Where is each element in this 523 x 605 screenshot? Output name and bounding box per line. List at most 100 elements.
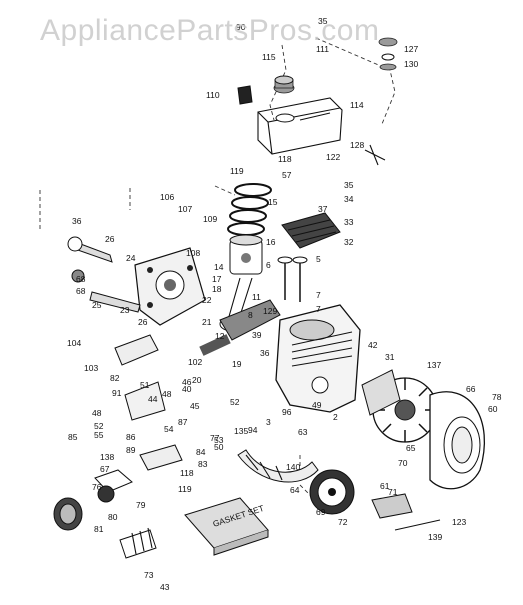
part-number-138: 138 xyxy=(100,452,114,462)
part-number-16: 16 xyxy=(266,237,276,247)
part-number-50: 50 xyxy=(214,442,224,452)
starter-cup xyxy=(361,369,401,416)
part-number-65: 65 xyxy=(406,443,416,453)
part-number-139: 139 xyxy=(428,532,442,542)
part-number-68: 68 xyxy=(76,286,86,296)
part-number-34: 34 xyxy=(344,194,354,204)
part-number-24: 24 xyxy=(126,253,136,263)
part-number-135: 135 xyxy=(234,426,248,436)
part-number-33: 33 xyxy=(344,217,354,227)
part-number-40: 40 xyxy=(182,384,192,394)
part-number-96: 96 xyxy=(282,407,292,417)
part-number-49: 49 xyxy=(312,400,322,410)
part-number-127: 127 xyxy=(404,44,418,54)
part-number-52: 52 xyxy=(94,421,104,431)
part-number-37: 37 xyxy=(318,204,328,214)
cylinder-head xyxy=(281,212,341,249)
part-number-8: 8 xyxy=(248,310,253,320)
part-number-14: 14 xyxy=(214,262,224,272)
part-number-19: 19 xyxy=(232,359,242,369)
part-number-35: 35 xyxy=(318,16,328,26)
part-number-3: 3 xyxy=(266,417,271,427)
part-number-12: 12 xyxy=(215,331,225,341)
gasket-set-box xyxy=(184,497,269,556)
part-number-31: 31 xyxy=(385,352,395,362)
fuel-line xyxy=(364,144,386,166)
part-number-109: 109 xyxy=(203,214,217,224)
part-number-80: 80 xyxy=(108,512,118,522)
cylinder-block xyxy=(275,304,361,413)
part-number-79: 79 xyxy=(136,500,146,510)
part-number-114: 114 xyxy=(350,100,364,110)
part-number-106: 106 xyxy=(160,192,174,202)
fuel-cap xyxy=(273,75,295,94)
part-number-6: 6 xyxy=(266,260,271,270)
cam-gear xyxy=(309,469,355,515)
piston xyxy=(229,234,263,275)
blower-housing xyxy=(429,391,485,490)
part-number-63: 63 xyxy=(298,427,308,437)
part-number-73: 73 xyxy=(144,570,154,580)
part-number-7: 7 xyxy=(316,304,321,314)
part-number-46: 46 xyxy=(182,377,192,387)
piston-rings xyxy=(227,183,272,236)
part-number-137: 137 xyxy=(427,360,441,370)
part-number-103: 103 xyxy=(84,363,98,373)
part-number-36: 36 xyxy=(72,216,82,226)
part-number-91: 91 xyxy=(112,388,122,398)
part-number-20: 20 xyxy=(192,375,202,385)
part-number-36: 36 xyxy=(260,348,270,358)
part-number-25: 25 xyxy=(92,300,102,310)
muffler xyxy=(371,493,441,531)
part-number-119: 119 xyxy=(230,166,244,176)
part-number-21: 21 xyxy=(202,317,212,327)
part-number-119: 119 xyxy=(178,484,192,494)
part-number-69: 69 xyxy=(316,507,326,517)
part-number-94: 94 xyxy=(248,425,258,435)
part-number-61: 61 xyxy=(380,481,390,491)
tank-bracket xyxy=(237,85,253,105)
part-number-87: 87 xyxy=(178,417,188,427)
part-number-66: 66 xyxy=(466,384,476,394)
part-number-23: 23 xyxy=(120,305,130,315)
oil-sump-cover xyxy=(237,449,319,483)
part-number-107: 107 xyxy=(178,204,192,214)
part-number-35: 35 xyxy=(344,180,354,190)
part-number-44: 44 xyxy=(148,394,158,404)
part-number-77: 77 xyxy=(210,433,220,443)
part-number-115: 115 xyxy=(262,52,276,62)
valves xyxy=(277,256,308,302)
part-number-48: 48 xyxy=(162,389,172,399)
part-number-123: 123 xyxy=(452,517,466,527)
part-number-67: 67 xyxy=(100,464,110,474)
part-number-43: 43 xyxy=(160,582,170,592)
part-number-71: 71 xyxy=(388,487,398,497)
part-number-90: 90 xyxy=(236,22,246,32)
part-number-111: 111 xyxy=(316,44,329,54)
part-number-110: 110 xyxy=(206,90,220,100)
part-number-122: 122 xyxy=(326,152,340,162)
part-number-42: 42 xyxy=(368,340,378,350)
part-number-76: 76 xyxy=(92,482,102,492)
part-number-26: 26 xyxy=(138,317,148,327)
part-number-32: 32 xyxy=(344,237,354,247)
part-number-70: 70 xyxy=(398,458,408,468)
part-number-140: 140 xyxy=(286,462,300,472)
part-number-86: 86 xyxy=(126,432,136,442)
part-number-130: 130 xyxy=(404,59,418,69)
part-number-7: 7 xyxy=(316,290,321,300)
part-number-118: 118 xyxy=(180,468,194,478)
vent-washers xyxy=(378,37,398,71)
part-number-72: 72 xyxy=(338,517,348,527)
fuel-tank xyxy=(257,97,343,155)
part-number-89: 89 xyxy=(126,445,136,455)
part-number-26: 26 xyxy=(105,234,115,244)
part-number-78: 78 xyxy=(492,392,502,402)
part-number-84: 84 xyxy=(196,447,206,457)
part-number-11: 11 xyxy=(252,292,261,302)
part-number-104: 104 xyxy=(67,338,81,348)
part-number-83: 83 xyxy=(198,459,208,469)
part-number-48: 48 xyxy=(92,408,102,418)
